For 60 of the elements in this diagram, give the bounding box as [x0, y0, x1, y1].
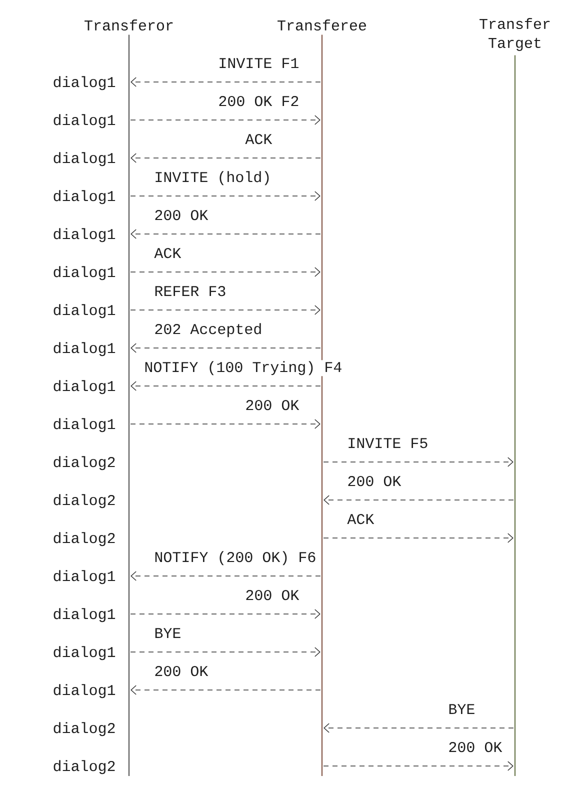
message-label: 200 OK [244, 588, 300, 602]
dialog-label: dialog1 [54, 190, 116, 204]
message-label: INVITE F1 [217, 57, 300, 69]
message-arrow [130, 647, 320, 657]
message-arrow [323, 533, 514, 543]
dialog-label: dialog2 [54, 494, 115, 508]
message-label: BYE [153, 627, 182, 639]
message-label: NOTIFY (200 OK) F6 [153, 550, 318, 566]
participant-label: Transfer Target [480, 18, 550, 51]
dialog-label: dialog1 [54, 152, 116, 166]
dialog-label: dialog1 [54, 570, 116, 584]
message-arrow [130, 609, 320, 619]
message-label: 200 OK [447, 740, 504, 754]
dialog-label: dialog1 [54, 646, 116, 660]
message-label: INVITE F5 [346, 437, 430, 450]
dialog-label: dialog1 [54, 684, 116, 698]
message-label: 200 OK [153, 664, 210, 678]
message-arrow [130, 191, 320, 201]
participant-label: Transferee [278, 20, 366, 31]
dialog-label: dialog2 [54, 722, 115, 736]
dialog-label: dialog1 [54, 342, 116, 356]
message-label: 200 OK [153, 208, 210, 222]
dialog-label: dialog1 [54, 228, 116, 242]
message-arrow [130, 305, 320, 315]
message-arrow [324, 723, 514, 733]
message-arrow [130, 115, 320, 125]
message-arrow [130, 685, 321, 695]
dialog-label: dialog2 [54, 760, 115, 774]
dialog-label: dialog1 [54, 418, 116, 432]
message-label: NOTIFY (100 Trying) F4 [143, 360, 344, 376]
message-arrow [130, 419, 320, 429]
message-arrow [130, 381, 321, 391]
message-label: ACK [346, 512, 376, 526]
message-label: 202 Accepted [153, 322, 264, 338]
message-label: 200 OK [346, 474, 402, 488]
message-arrow [323, 457, 514, 467]
message-label: 200 OK F2 [217, 94, 300, 108]
message-arrow [323, 761, 514, 771]
message-label: REFER F3 [153, 284, 228, 298]
message-label: ACK [153, 246, 182, 260]
dialog-label: dialog1 [54, 304, 116, 318]
message-label: 200 OK [244, 398, 300, 412]
message-label: ACK [244, 132, 274, 146]
dialog-label: dialog1 [54, 380, 116, 394]
participant-label: Transferor [84, 20, 173, 31]
message-arrow [130, 229, 321, 239]
message-arrow [130, 77, 321, 87]
dialog-label: dialog1 [54, 76, 116, 90]
message-arrow [130, 571, 321, 581]
message-arrow [130, 267, 320, 277]
message-label: BYE [447, 703, 476, 715]
dialog-label: dialog1 [54, 608, 116, 622]
message-arrow [130, 153, 321, 163]
message-label: INVITE (hold) [153, 170, 272, 186]
message-arrow [130, 343, 321, 353]
dialog-label: dialog2 [54, 532, 115, 546]
dialog-label: dialog1 [54, 266, 116, 280]
message-arrow [324, 495, 514, 505]
dialog-label: dialog1 [54, 114, 116, 128]
dialog-label: dialog2 [54, 456, 115, 470]
